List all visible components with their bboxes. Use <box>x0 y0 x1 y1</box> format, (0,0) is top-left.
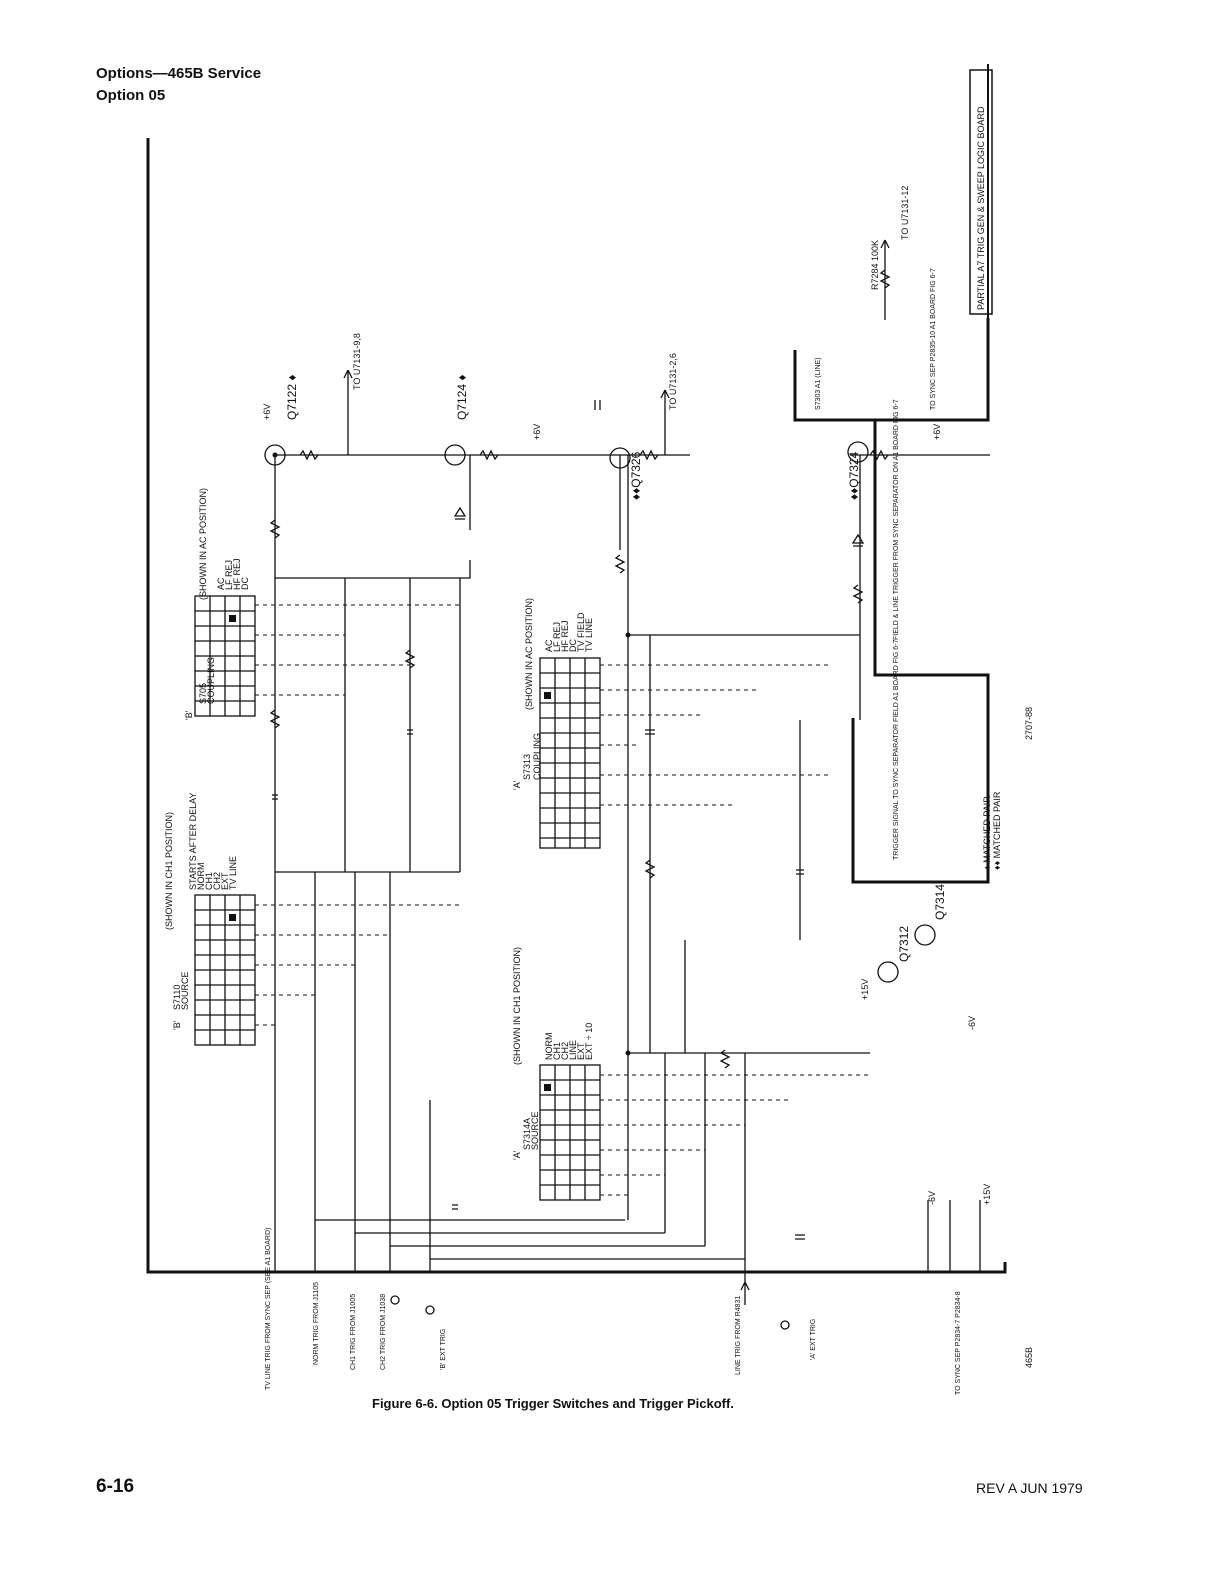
s705-pos-ac: AC <box>216 577 226 590</box>
plus6v-label-2: +6V <box>532 424 542 440</box>
s7303-label: S7303 A1 (LINE) <box>815 357 822 410</box>
s7110-pos-sad: STARTS AFTER DELAY <box>188 792 198 890</box>
trig-signal-label: TRIGGER SIGNAL TO SYNC SEPARATOR FIELD A… <box>893 639 900 860</box>
line-trig-label: LINE TRIG FROM R4831 <box>735 1296 742 1375</box>
plus6v-label-3: +6V <box>932 424 942 440</box>
s7110-pos-ext: EXT <box>220 872 230 890</box>
ext-b-label: 'B' EXT TRIG <box>440 1329 447 1370</box>
norm-trig-label: NORM TRIG FROM J1105 <box>313 1282 320 1365</box>
s7313-pos-tvfield: TV FIELD <box>576 612 586 652</box>
s7110-pos-norm: NORM <box>196 863 206 891</box>
s7314a-pos-ch2: CH2 <box>560 1042 570 1060</box>
board-label: PARTIAL A7 TRIG GEN & SWEEP LOGIC BOARD <box>976 106 986 310</box>
s7313-shown: (SHOWN IN AC POSITION) <box>524 598 534 710</box>
ch2-trig-label: CH2 TRIG FROM J1038 <box>380 1294 387 1370</box>
q7326-label: ♦♦Q7326 <box>629 451 643 500</box>
s7314a-pos-ch1: CH1 <box>552 1042 562 1060</box>
s7314a-side: 'A' <box>512 1150 522 1160</box>
s705-side: 'B' <box>184 710 194 720</box>
ext-a-label: 'A' EXT TRIG <box>810 1319 817 1360</box>
s705-pos-lfrej: LF REJ <box>224 560 234 590</box>
q7312-label: Q7312 <box>897 926 911 962</box>
s7313-pos-tvline: TV LINE <box>584 618 594 652</box>
r7284-label: R7284 100K <box>870 240 880 290</box>
to-u7131b-label: TO U7131-12 <box>900 186 910 240</box>
header-line2: Option 05 <box>96 87 166 104</box>
revision-date: REV A JUN 1979 <box>976 1480 1083 1496</box>
minus6v-label: -6V <box>967 1016 977 1030</box>
s705-pos-hfrej: HF REJ <box>232 559 242 591</box>
s705-shown: (SHOWN IN AC POSITION) <box>198 488 208 600</box>
to-u7131c-label: TO U7131-2,6 <box>668 353 678 410</box>
field-line-trig-label: FIELD & LINE TRIGGER FROM SYNC SEPARATOR… <box>893 399 900 640</box>
note-matched-pair-2: ♦♦ MATCHED PAIR <box>992 791 1002 870</box>
model-label: 465B <box>1024 1347 1034 1368</box>
s7313-side: 'A' <box>512 780 522 790</box>
sync-sep-p-label: TO SYNC SEP P2835-10 A1 BOARD FIG 6-7 <box>930 268 937 410</box>
note-matched-pair-1: ♦ MATCHED PAIR <box>982 796 992 870</box>
s7110-side: 'B' <box>172 1020 182 1030</box>
s7313-pos-hfrej: HF REJ <box>560 621 570 653</box>
s7110-pos-tvline: TV LINE <box>228 856 238 890</box>
s7314a-pos-ext: EXT <box>576 1042 586 1060</box>
figure-caption: Figure 6-6. Option 05 Trigger Switches a… <box>372 1396 734 1411</box>
s705-pos-dc: DC <box>240 577 250 590</box>
plus6v-label-1: +6V <box>262 404 272 420</box>
s7110-shown: (SHOWN IN CH1 POSITION) <box>164 812 174 930</box>
s7314a-pos-norm: NORM <box>544 1033 554 1061</box>
to-u7131-label: TO U7131-9,8 <box>352 333 362 390</box>
plus15v-label: +15V <box>860 979 870 1000</box>
minus6v-label-2: -6V <box>927 1191 937 1205</box>
s7314a-shown: (SHOWN IN CH1 POSITION) <box>512 947 522 1065</box>
doc-number: 2707-88 <box>1024 707 1034 740</box>
s7313-pos-ac: AC <box>544 639 554 652</box>
s7110-label: SOURCE <box>180 971 190 1010</box>
q7324-label: ♦♦Q7324 <box>847 451 861 500</box>
s7313-label: COUPLING <box>532 733 542 780</box>
s7313-name: S7313 <box>522 754 532 780</box>
s7314a-name: S7314A <box>522 1118 532 1150</box>
q7124-label: Q7124 ♦ <box>455 375 469 421</box>
s7110-pos-ch2: CH2 <box>212 872 222 890</box>
s7314a-label: SOURCE <box>530 1111 540 1150</box>
ch1-trig-label: CH1 TRIG FROM J1005 <box>350 1294 357 1370</box>
s7110-name: S7110 <box>172 985 182 1010</box>
s7313-pos-lfrej: LF REJ <box>552 622 562 652</box>
tv-line-trig-label: TV LINE TRIG FROM SYNC SEP (SEE A1 BOARD… <box>265 1228 272 1390</box>
sync-sep-label: TO SYNC SEP P2834-7 P2834-8 <box>955 1291 962 1395</box>
q7314-label: Q7314 <box>933 884 947 920</box>
s7314a-pos-ext10: EXT ÷ 10 <box>584 1023 594 1060</box>
s7313-pos-dc: DC <box>568 639 578 652</box>
q7122-label: Q7122 ♦ <box>285 375 299 421</box>
s705-label: COUPLING <box>206 657 216 704</box>
header-line1: Options—465B Service <box>96 65 262 82</box>
plus15v-label-2: +15V <box>982 1184 992 1205</box>
s7110-pos-ch1: CH1 <box>204 872 214 890</box>
s705-name: S705 <box>198 683 208 704</box>
s7314a-pos-line: LINE <box>568 1040 578 1060</box>
page-number: 6-16 <box>96 1476 135 1497</box>
